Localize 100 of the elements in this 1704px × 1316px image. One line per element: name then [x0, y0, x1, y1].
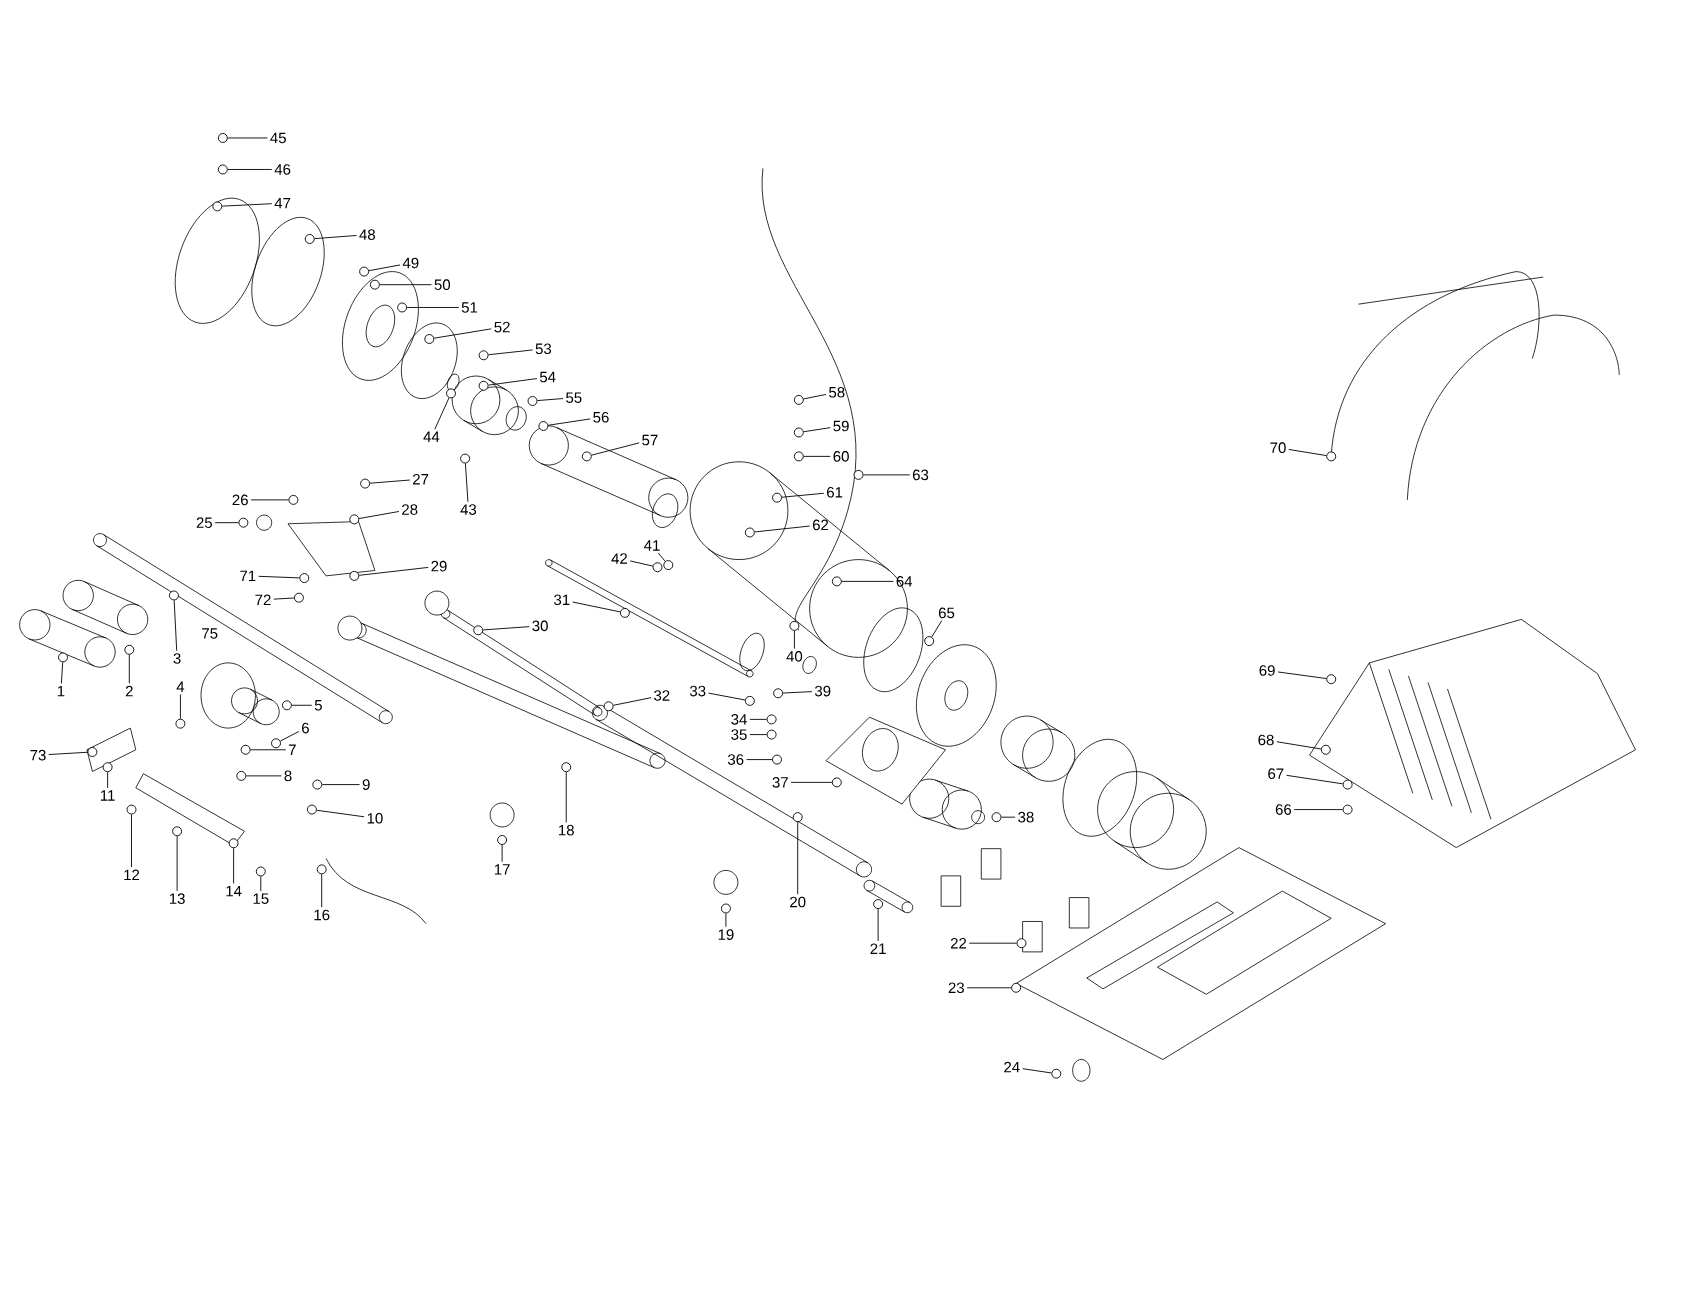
callout-number: 3 [173, 653, 181, 664]
leader-line [793, 630, 795, 650]
leader-line [258, 575, 300, 579]
part-icon [619, 607, 630, 618]
part-icon [175, 718, 186, 729]
part-icon [349, 514, 360, 525]
part-icon [360, 478, 371, 489]
callout-number: 39 [814, 685, 831, 697]
part-icon [236, 770, 247, 781]
part-icon [102, 762, 113, 773]
callout-number: 43 [460, 504, 477, 515]
part-icon [793, 451, 804, 462]
part-icon [304, 234, 315, 244]
callout-number: 34 [731, 714, 747, 725]
part-icon [924, 636, 935, 647]
part-icon [831, 777, 842, 788]
leader-line [746, 759, 773, 761]
part-icon [772, 754, 782, 765]
callout-number: 14 [226, 885, 242, 897]
part-icon [212, 201, 223, 212]
callout-number: 20 [790, 896, 806, 908]
callout-number: 24 [1004, 1061, 1020, 1073]
callout-number: 61 [827, 486, 843, 498]
leader-line [214, 522, 239, 524]
leader-line [250, 499, 289, 501]
part-icon [793, 394, 804, 405]
part-icon [460, 453, 471, 464]
part-icon [766, 714, 777, 725]
leader-line [173, 599, 178, 652]
part-icon [744, 527, 755, 538]
part-icon [478, 380, 489, 391]
part-icon [1051, 1068, 1062, 1079]
callout-number: 58 [829, 386, 845, 398]
part-icon [124, 644, 135, 655]
part-icon [873, 899, 884, 910]
callout-number: 55 [566, 392, 582, 403]
part-icon [473, 625, 484, 636]
part-icon [359, 266, 370, 277]
leader-line [48, 751, 88, 755]
part-icon [255, 866, 266, 877]
callout-number: 48 [359, 229, 375, 240]
callout-number: 9 [362, 779, 370, 790]
callout-number: 23 [948, 982, 964, 994]
part-icon [126, 804, 137, 815]
leader-line [781, 492, 825, 498]
leader-line [227, 169, 273, 170]
part-icon [1011, 982, 1022, 993]
part-icon [240, 744, 251, 755]
callout-number: 44 [423, 431, 440, 442]
leader-line [60, 661, 64, 684]
callout-number: 28 [402, 504, 418, 515]
leader-line [488, 349, 534, 356]
leader-line [379, 284, 432, 286]
callout-number: 45 [270, 132, 286, 144]
part-icon [789, 620, 800, 631]
part-icon [217, 164, 228, 175]
part-icon [773, 688, 784, 699]
leader-line [803, 427, 831, 433]
part-icon [281, 700, 292, 711]
part-icon [561, 762, 572, 773]
part-icon [497, 835, 508, 845]
leader-line [434, 397, 450, 430]
leader-line [1277, 671, 1327, 679]
part-icon [744, 695, 755, 706]
part-icon [853, 469, 864, 480]
leader-line [358, 566, 429, 576]
callout-number: 10 [367, 812, 383, 824]
part-icon [766, 729, 777, 740]
callout-number: 70 [1270, 442, 1286, 453]
callout-number: 35 [731, 729, 747, 740]
part-icon [446, 388, 456, 399]
leader-line [708, 692, 746, 701]
callout-number: 49 [402, 257, 419, 269]
leader-line [1293, 809, 1344, 811]
callout-number: 65 [938, 607, 955, 619]
part-icon [527, 396, 538, 406]
leader-line [321, 873, 323, 908]
callout-number: 18 [559, 824, 574, 836]
callout-number: 67 [1268, 768, 1284, 779]
leader-line [790, 781, 833, 783]
leader-line [537, 398, 564, 402]
leader-line [1022, 1068, 1052, 1074]
callout-number: 37 [772, 777, 788, 788]
callout-number: 62 [812, 519, 829, 531]
callout-number: 50 [434, 279, 451, 290]
leader-line [863, 474, 911, 476]
part-icon [424, 334, 435, 344]
callout-number: 32 [654, 690, 670, 701]
callout-number: 1 [57, 685, 65, 697]
callout-number: 56 [593, 411, 609, 423]
part-icon [538, 421, 549, 431]
callout-number: 38 [1018, 811, 1034, 823]
part-icon [772, 492, 782, 503]
leader-line [803, 394, 827, 400]
part-icon [271, 738, 281, 749]
part-icon [217, 133, 228, 143]
callout-number: 21 [870, 943, 886, 954]
callout-number: 15 [253, 893, 269, 904]
leader-line [613, 697, 652, 706]
part-icon [831, 576, 842, 587]
